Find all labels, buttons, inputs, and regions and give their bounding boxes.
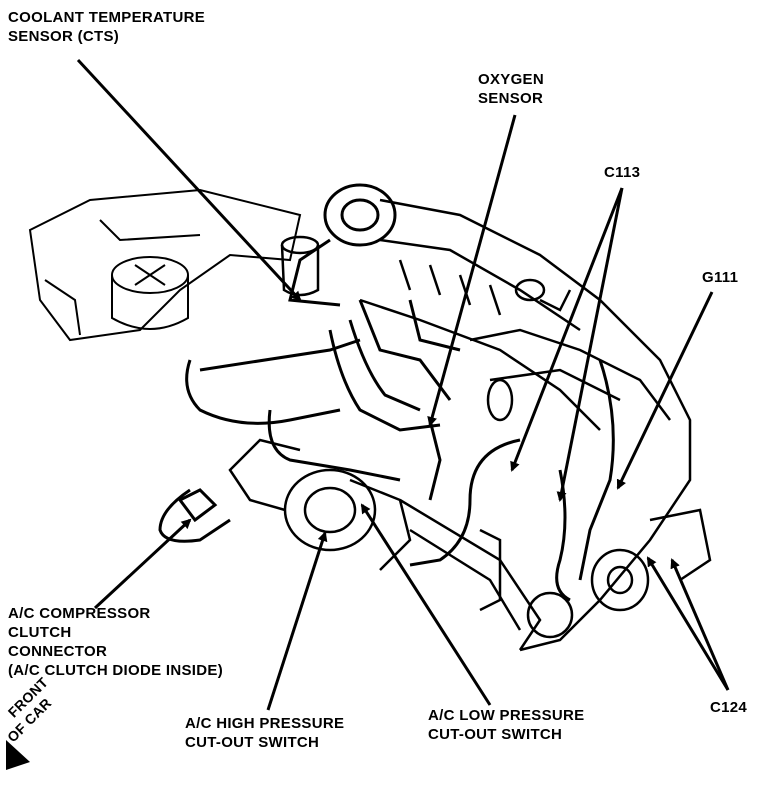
label-c113: C113 bbox=[604, 164, 641, 181]
label-g111: G111 bbox=[702, 269, 739, 286]
label-ac-clutch-connector: A/C COMPRESSOR CLUTCH CONNECTOR (A/C CLU… bbox=[8, 605, 223, 679]
exhaust-manifold bbox=[328, 299, 461, 501]
label-oxygen-sensor: OXYGEN SENSOR bbox=[478, 71, 544, 107]
label-cts: COOLANT TEMPERATURE SENSOR (CTS) bbox=[8, 9, 206, 45]
belt-pulleys bbox=[399, 498, 712, 651]
engine-block bbox=[359, 198, 692, 652]
battery-cap bbox=[111, 256, 189, 330]
label-ac-low-pressure: A/C LOW PRESSURE CUT-OUT SWITCH bbox=[428, 707, 585, 743]
fender-outline bbox=[28, 188, 302, 342]
air-cleaner bbox=[288, 183, 397, 307]
leader-lines bbox=[76, 58, 730, 711]
label-ac-high-pressure: A/C HIGH PRESSURE CUT-OUT SWITCH bbox=[185, 715, 345, 751]
front-arrow-icon bbox=[6, 740, 30, 770]
label-c124: C124 bbox=[710, 699, 748, 716]
